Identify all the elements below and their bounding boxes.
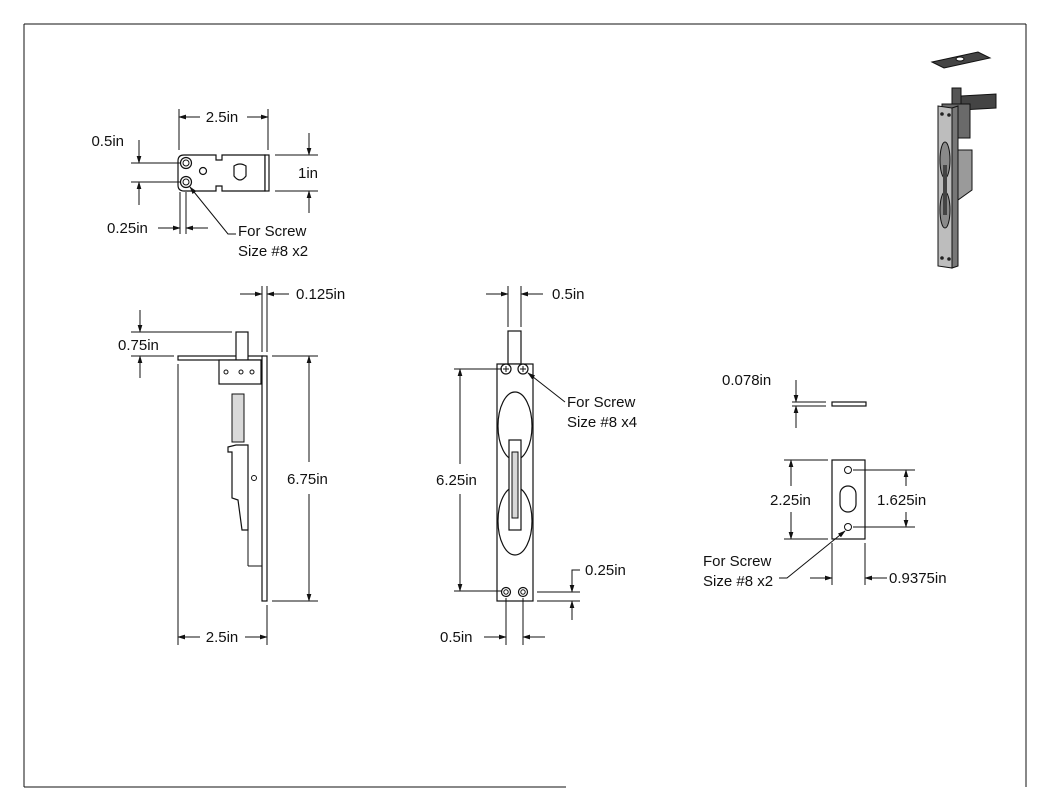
side-view-body (177, 331, 268, 602)
strike-thickness-label: 0.078in (722, 372, 771, 389)
top-hole-spacing-label: 0.5in (91, 133, 124, 150)
sheet-border (23, 23, 1027, 788)
top-height-label: 1in (298, 165, 318, 182)
strike-plate-face-view: 2.25in 1.625in 0.9375in For Screw Size #… (703, 459, 947, 590)
top-screw-note-1: For Screw (238, 223, 307, 240)
top-edge-label: 0.25in (107, 220, 148, 237)
strike-screw-note-1: For Screw (703, 553, 772, 570)
iso-bolt-assembly (937, 87, 997, 269)
front-view-body (496, 330, 534, 602)
top-view: 2.5in 0.5in 1in 0.25in For Screw Size #8… (91, 109, 318, 260)
isometric-view (930, 51, 997, 269)
side-width-label: 2.5in (206, 629, 239, 646)
front-screw-note-2: Size #8 x4 (567, 414, 637, 431)
strike-screw-note-2: Size #8 x2 (703, 573, 773, 590)
side-view: 0.125in 0.75in 6.75in 2.5in (118, 286, 345, 646)
top-width-label: 2.5in (206, 109, 239, 126)
side-length-label: 6.75in (287, 471, 328, 488)
front-edge-label: 0.25in (585, 562, 626, 579)
front-screw-note-1: For Screw (567, 394, 636, 411)
strike-height-label: 2.25in (770, 492, 811, 509)
iso-strike-plate (930, 51, 992, 69)
top-screw-note-2: Size #8 x2 (238, 243, 308, 260)
side-thickness-label: 0.125in (296, 286, 345, 303)
bracket-outline (177, 154, 270, 192)
strike-width-label: 0.9375in (889, 570, 947, 587)
front-length-label: 6.25in (436, 472, 477, 489)
strike-plate-edge-view: 0.078in (722, 372, 867, 428)
side-top-offset-label: 0.75in (118, 337, 159, 354)
strike-hole-spacing-label: 1.625in (877, 492, 926, 509)
front-view: 0.5in 6.25in For Screw Size #8 x4 0.25in… (436, 286, 637, 646)
front-bolt-width-label: 0.5in (552, 286, 585, 303)
front-bottom-width-label: 0.5in (440, 629, 473, 646)
